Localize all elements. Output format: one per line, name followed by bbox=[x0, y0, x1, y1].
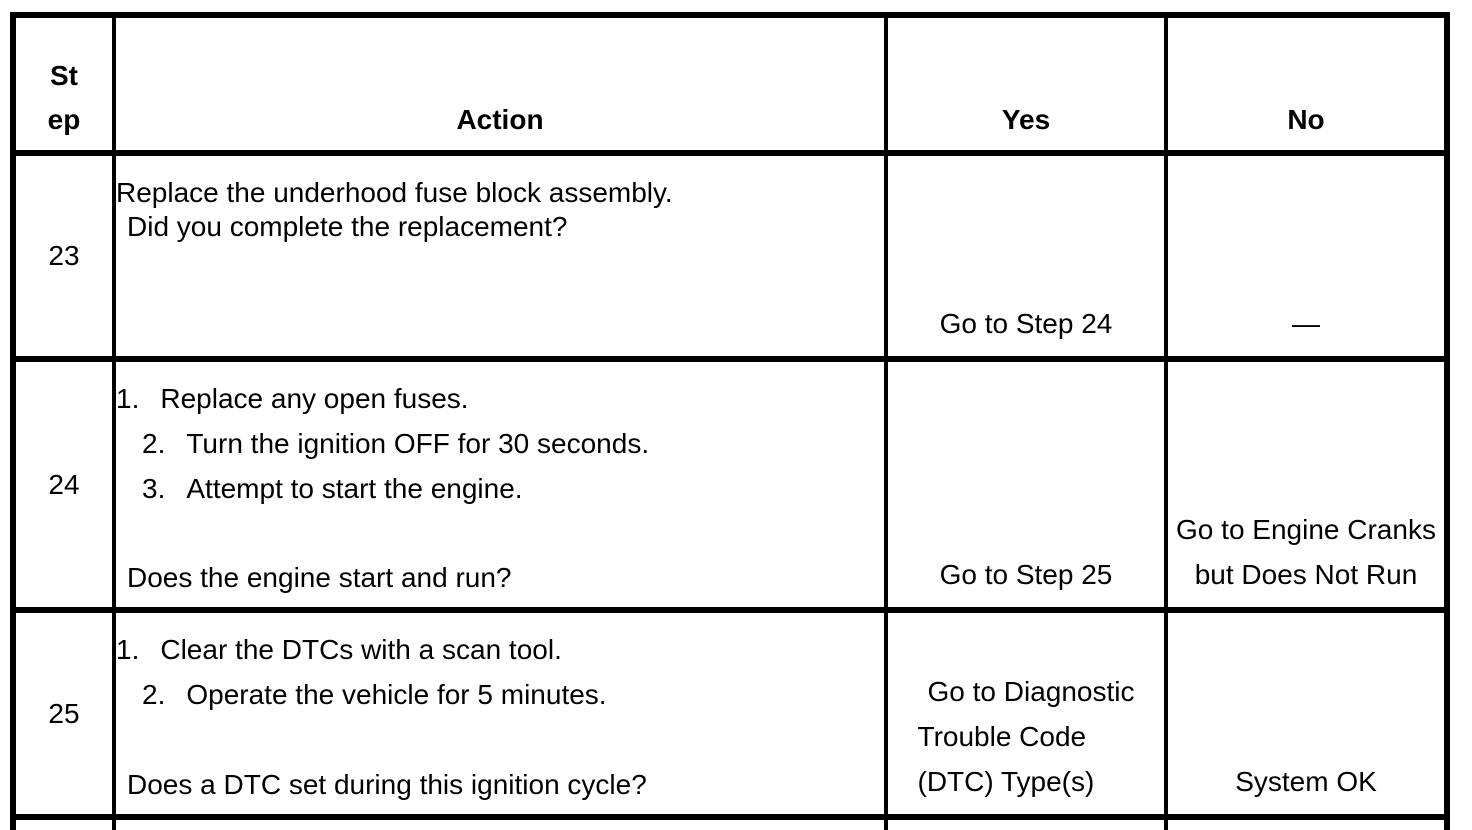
row-25-item-2-text: Operate the vehicle for 5 minutes. bbox=[186, 679, 607, 710]
row-25-yes-value: Go to Diagnostic Trouble Code (DTC) Type… bbox=[918, 669, 1135, 804]
row-24-action-list: 1. Replace any open fuses. 2. Turn the i… bbox=[116, 382, 876, 517]
row-25-step-number: 25 bbox=[48, 697, 80, 729]
row-24-step-number: 24 bbox=[48, 468, 80, 500]
row-25-action-cell: 1. Clear the DTCs with a scan tool. 2. O… bbox=[112, 607, 884, 814]
row-23-no-value: — bbox=[1292, 301, 1320, 346]
row-24-item-3-number: 3. bbox=[142, 473, 166, 504]
row-24-item-3-text: Attempt to start the engine. bbox=[186, 473, 523, 504]
row-23-yes-cell: Go to Step 24 bbox=[884, 150, 1164, 356]
row-25-yes-line-3: (DTC) Type(s) bbox=[917, 766, 1095, 797]
row-24-action-question: Does the engine start and run? bbox=[127, 562, 512, 593]
row-24-item-1-number: 1. bbox=[116, 383, 140, 414]
row-23-yes-value: Go to Step 24 bbox=[940, 301, 1113, 346]
header-yes-label: Yes bbox=[1001, 104, 1051, 135]
row-23-action-cell: Replace the underhood fuse block assembl… bbox=[112, 150, 884, 356]
header-no-label: No bbox=[1287, 104, 1325, 135]
row-25-no-cell: System OK bbox=[1164, 607, 1444, 814]
partial-next-row-yes-cell bbox=[884, 814, 1164, 830]
header-cell-step: St ep bbox=[16, 18, 112, 150]
row-24-yes-value: Go to Step 25 bbox=[940, 552, 1113, 597]
row-23-no-dash: — bbox=[1292, 308, 1320, 339]
row-24-step-cell: 24 bbox=[16, 356, 112, 607]
row-24-item-1-text: Replace any open fuses. bbox=[160, 383, 469, 414]
row-24-item-2-text: Turn the ignition OFF for 30 seconds. bbox=[186, 428, 650, 459]
row-24-action-item-3: 3. Attempt to start the engine. bbox=[142, 472, 876, 506]
row-25-item-1-text: Clear the DTCs with a scan tool. bbox=[160, 634, 562, 665]
diagnostic-table: St ep Action Yes No 23 Replace the under… bbox=[10, 12, 1450, 830]
row-25-action-question: Does a DTC set during this ignition cycl… bbox=[127, 769, 647, 800]
row-25-step-cell: 25 bbox=[16, 607, 112, 814]
row-25-item-2-number: 2. bbox=[142, 679, 166, 710]
row-25-yes-cell: Go to Diagnostic Trouble Code (DTC) Type… bbox=[884, 607, 1164, 814]
row-23-action-question: Did you complete the replacement? bbox=[127, 211, 568, 242]
header-cell-action: Action bbox=[112, 18, 884, 150]
row-24-yes-line: Go to Step 25 bbox=[939, 559, 1113, 590]
row-25-no-line: System OK bbox=[1235, 766, 1377, 797]
row-23-step-cell: 23 bbox=[16, 150, 112, 356]
row-24-action-cell: 1. Replace any open fuses. 2. Turn the i… bbox=[112, 356, 884, 607]
row-23-yes-line: Go to Step 24 bbox=[939, 308, 1113, 339]
row-25-item-1-number: 1. bbox=[116, 634, 140, 665]
row-24-yes-cell: Go to Step 25 bbox=[884, 356, 1164, 607]
header-step-label: St ep bbox=[48, 54, 81, 142]
row-24-no-value: Go to Engine Cranks but Does Not Run bbox=[1176, 507, 1436, 597]
row-24-no-line-1: Go to Engine Cranks bbox=[1176, 514, 1436, 545]
header-step-line2: ep bbox=[47, 104, 81, 135]
row-25-action-list: 1. Clear the DTCs with a scan tool. 2. O… bbox=[116, 633, 876, 723]
row-25-yes-line-2: Trouble Code bbox=[917, 721, 1087, 752]
row-24-action-item-1: 1. Replace any open fuses. bbox=[116, 382, 876, 416]
row-23-step-number: 23 bbox=[48, 240, 80, 271]
partial-next-row-no-cell bbox=[1164, 814, 1444, 830]
row-25-no-value: System OK bbox=[1235, 759, 1377, 804]
header-cell-no: No bbox=[1164, 18, 1444, 150]
row-24-item-2-number: 2. bbox=[142, 428, 166, 459]
partial-next-row-action-cell bbox=[112, 814, 884, 830]
row-25-action-item-2: 2. Operate the vehicle for 5 minutes. bbox=[142, 678, 876, 712]
row-23-action-text: Replace the underhood fuse block assembl… bbox=[116, 176, 876, 244]
header-step-line1: St bbox=[50, 60, 78, 91]
row-24-no-cell: Go to Engine Cranks but Does Not Run bbox=[1164, 356, 1444, 607]
partial-next-row-step-cell bbox=[16, 814, 112, 830]
row-23-action-line: Replace the underhood fuse block assembl… bbox=[116, 177, 673, 208]
row-24-no-line-2: but Does Not Run bbox=[1194, 559, 1418, 590]
header-action-label: Action bbox=[456, 104, 544, 135]
row-23-no-cell: — bbox=[1164, 150, 1444, 356]
row-25-action-item-1: 1. Clear the DTCs with a scan tool. bbox=[116, 633, 876, 667]
row-25-yes-line-1: Go to Diagnostic bbox=[927, 676, 1135, 707]
header-cell-yes: Yes bbox=[884, 18, 1164, 150]
row-24-action-item-2: 2. Turn the ignition OFF for 30 seconds. bbox=[142, 427, 876, 461]
